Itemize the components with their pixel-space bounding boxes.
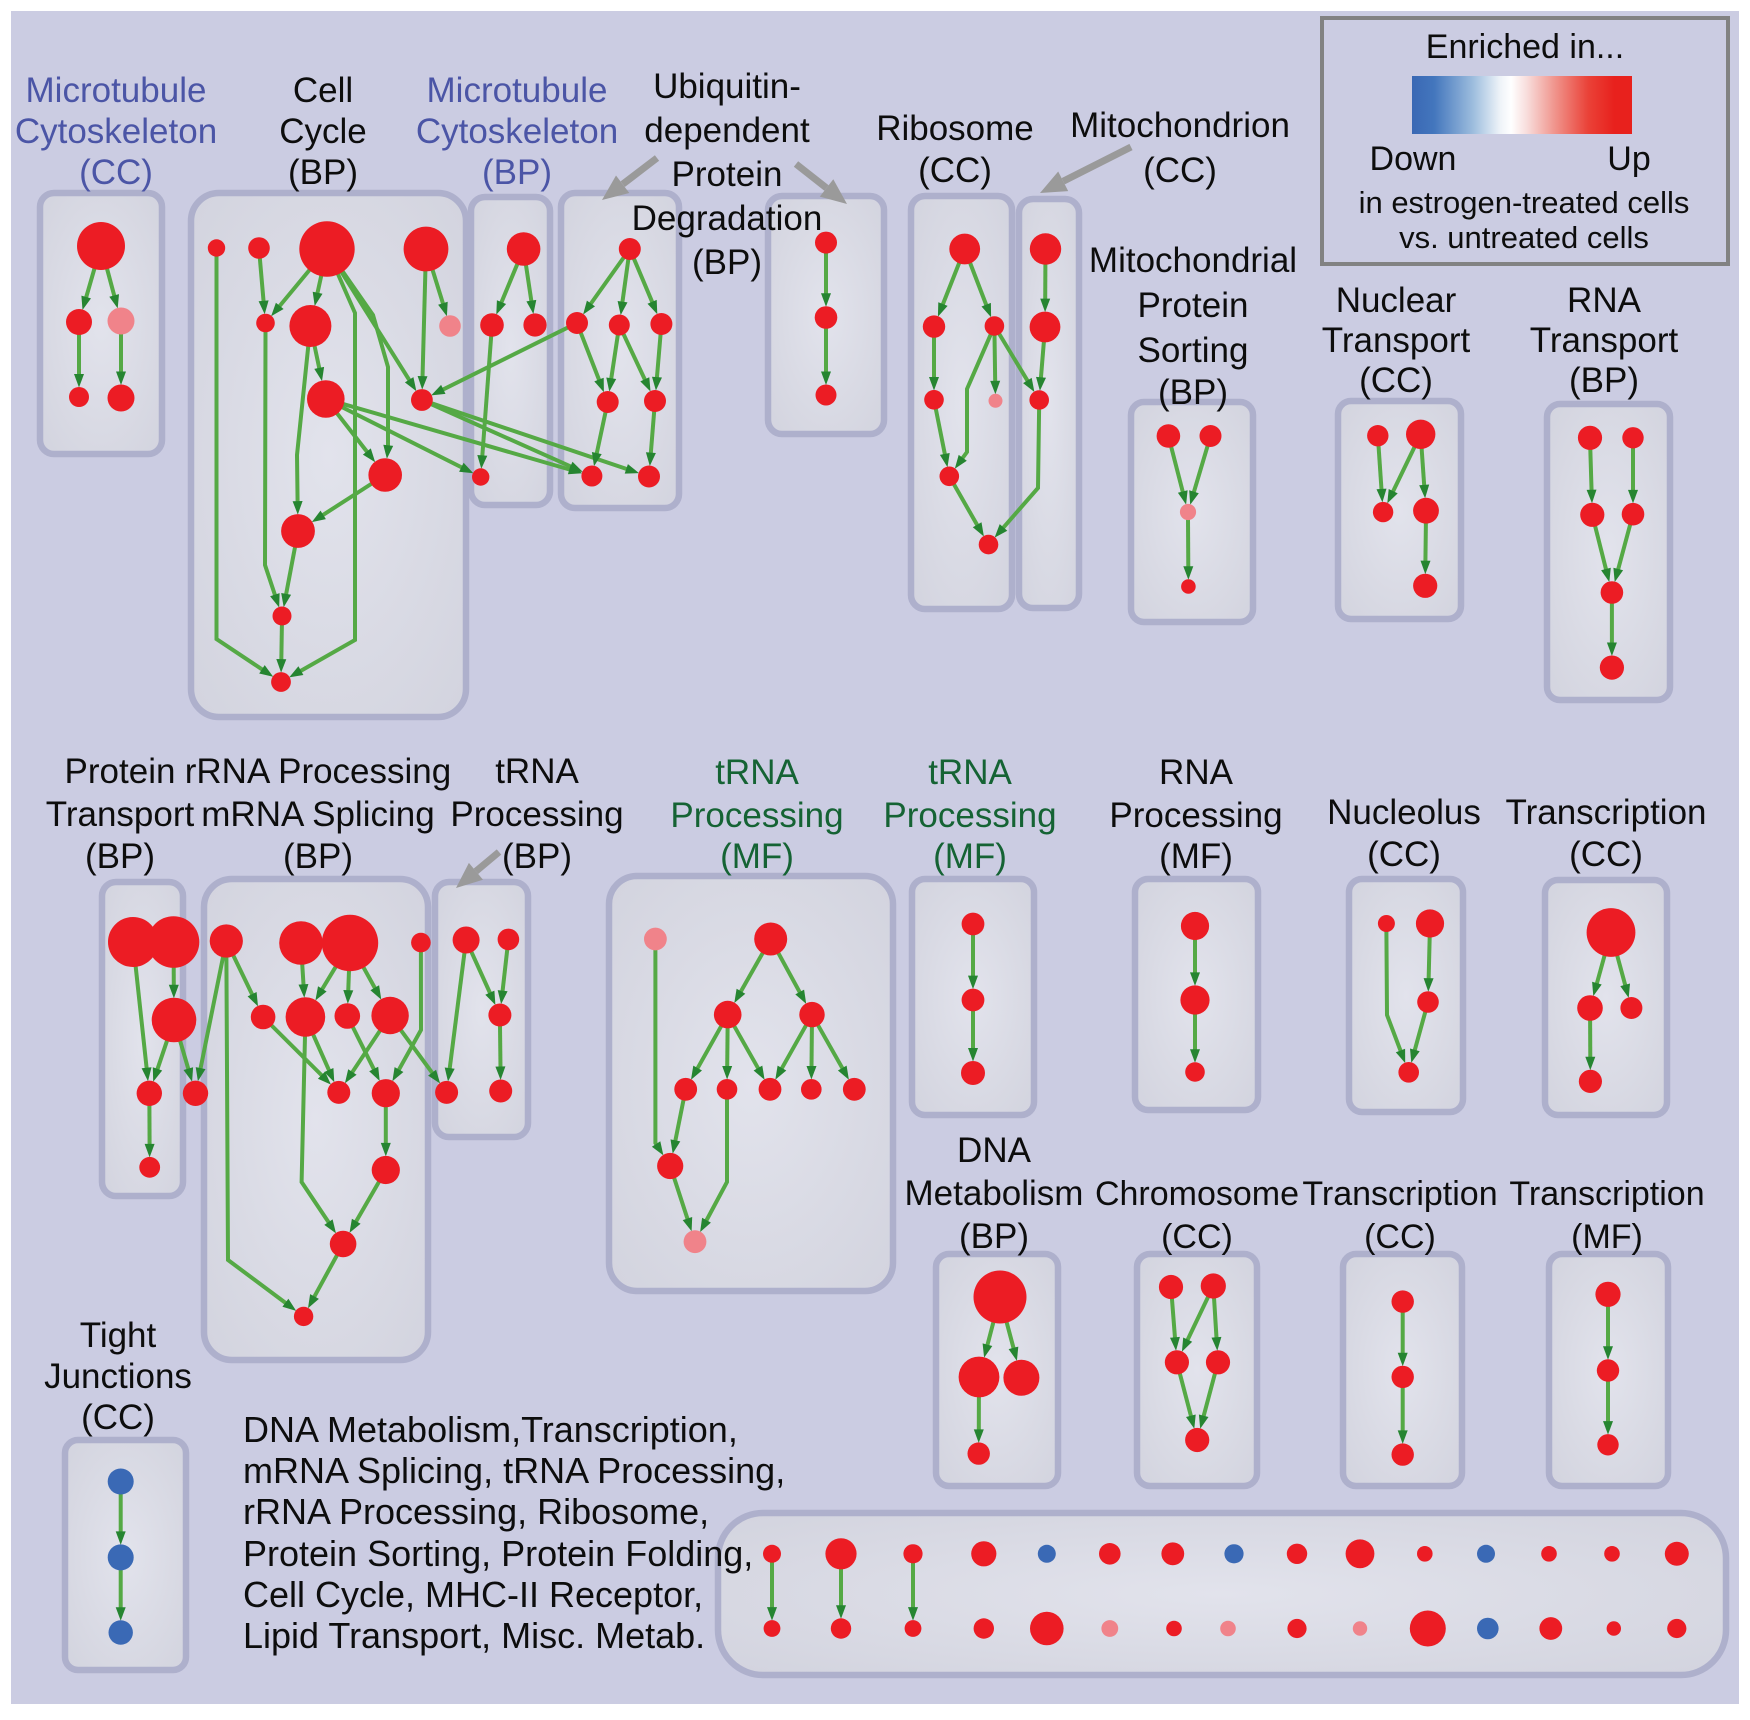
svg-text:Transport: Transport [1322, 321, 1471, 360]
svg-text:Up: Up [1607, 140, 1650, 178]
svg-text:mRNA Splicing: mRNA Splicing [201, 795, 434, 834]
svg-text:Down: Down [1370, 140, 1457, 178]
svg-text:vs. untreated cells: vs. untreated cells [1399, 220, 1649, 255]
svg-text:(BP): (BP) [1569, 361, 1639, 400]
svg-text:Protein: Protein [65, 752, 176, 791]
svg-text:Tight: Tight [80, 1316, 157, 1355]
svg-text:in estrogen-treated cells: in estrogen-treated cells [1359, 185, 1690, 220]
svg-text:Degradation: Degradation [632, 199, 823, 238]
svg-text:Enriched in...: Enriched in... [1426, 28, 1624, 66]
svg-text:mRNA Splicing, tRNA Processing: mRNA Splicing, tRNA Processing, [243, 1450, 785, 1491]
svg-text:RNA: RNA [1567, 281, 1642, 320]
svg-text:(CC): (CC) [1161, 1218, 1233, 1256]
svg-text:Transcription: Transcription [1506, 793, 1707, 832]
svg-text:rRNA Processing: rRNA Processing [185, 752, 451, 791]
svg-text:Cytoskeleton: Cytoskeleton [15, 112, 217, 151]
svg-text:Processing: Processing [670, 796, 843, 835]
svg-text:Junctions: Junctions [44, 1357, 192, 1396]
svg-text:DNA: DNA [957, 1131, 1032, 1170]
svg-text:Protein: Protein [1138, 286, 1249, 325]
svg-text:Lipid Transport, Misc. Metab.: Lipid Transport, Misc. Metab. [243, 1615, 705, 1656]
svg-text:(BP): (BP) [85, 837, 155, 876]
svg-text:Sorting: Sorting [1138, 331, 1249, 370]
svg-text:(BP): (BP) [482, 153, 552, 192]
svg-text:(CC): (CC) [1367, 835, 1441, 874]
svg-text:tRNA: tRNA [928, 753, 1012, 792]
svg-text:Metabolism: Metabolism [905, 1174, 1084, 1213]
svg-text:Ubiquitin-: Ubiquitin- [653, 67, 801, 106]
svg-text:Cell: Cell [293, 71, 353, 110]
svg-text:RNA: RNA [1159, 753, 1234, 792]
svg-text:(MF): (MF) [1159, 837, 1233, 876]
svg-text:(BP): (BP) [959, 1217, 1029, 1256]
svg-text:Transcription: Transcription [1302, 1175, 1497, 1213]
svg-text:Mitochondrial: Mitochondrial [1089, 241, 1297, 280]
svg-text:Processing: Processing [1109, 796, 1282, 835]
svg-text:tRNA: tRNA [715, 753, 799, 792]
svg-text:(CC): (CC) [79, 153, 153, 192]
svg-text:Processing: Processing [450, 795, 623, 834]
svg-text:(BP): (BP) [283, 837, 353, 876]
svg-text:Protein Sorting, Protein Foldi: Protein Sorting, Protein Folding, [243, 1533, 753, 1574]
svg-text:(BP): (BP) [1158, 373, 1228, 412]
svg-text:Protein: Protein [672, 155, 783, 194]
svg-text:(BP): (BP) [288, 153, 358, 192]
svg-text:(CC): (CC) [1569, 835, 1643, 874]
svg-text:(MF): (MF) [1571, 1218, 1643, 1256]
svg-text:Mitochondrion: Mitochondrion [1070, 106, 1290, 145]
svg-text:Nucleolus: Nucleolus [1327, 793, 1481, 832]
svg-text:(MF): (MF) [933, 837, 1007, 876]
svg-text:Microtubule: Microtubule [427, 71, 608, 110]
svg-text:Cell Cycle, MHC-II Receptor,: Cell Cycle, MHC-II Receptor, [243, 1574, 703, 1615]
svg-text:(MF): (MF) [720, 837, 794, 876]
svg-text:Transport: Transport [46, 795, 195, 834]
svg-text:(CC): (CC) [1359, 361, 1433, 400]
svg-text:tRNA: tRNA [495, 752, 579, 791]
svg-text:rRNA Processing, Ribosome,: rRNA Processing, Ribosome, [243, 1491, 709, 1532]
svg-text:Ribosome: Ribosome [876, 109, 1034, 148]
svg-text:Nuclear: Nuclear [1336, 281, 1457, 320]
svg-text:Microtubule: Microtubule [26, 71, 207, 110]
svg-text:Cycle: Cycle [279, 112, 367, 151]
svg-text:(CC): (CC) [81, 1398, 155, 1437]
svg-text:dependent: dependent [644, 111, 810, 150]
svg-text:Transport: Transport [1530, 321, 1679, 360]
svg-text:(BP): (BP) [692, 243, 762, 282]
svg-text:(BP): (BP) [502, 837, 572, 876]
svg-text:(CC): (CC) [1143, 151, 1217, 190]
svg-text:Processing: Processing [883, 796, 1056, 835]
svg-text:Chromosome: Chromosome [1095, 1175, 1299, 1213]
svg-text:(CC): (CC) [1364, 1218, 1436, 1256]
svg-text:Transcription: Transcription [1509, 1175, 1704, 1213]
svg-text:(CC): (CC) [918, 151, 992, 190]
svg-text:Cytoskeleton: Cytoskeleton [416, 112, 618, 151]
svg-text:DNA Metabolism,Transcription,: DNA Metabolism,Transcription, [243, 1409, 738, 1450]
